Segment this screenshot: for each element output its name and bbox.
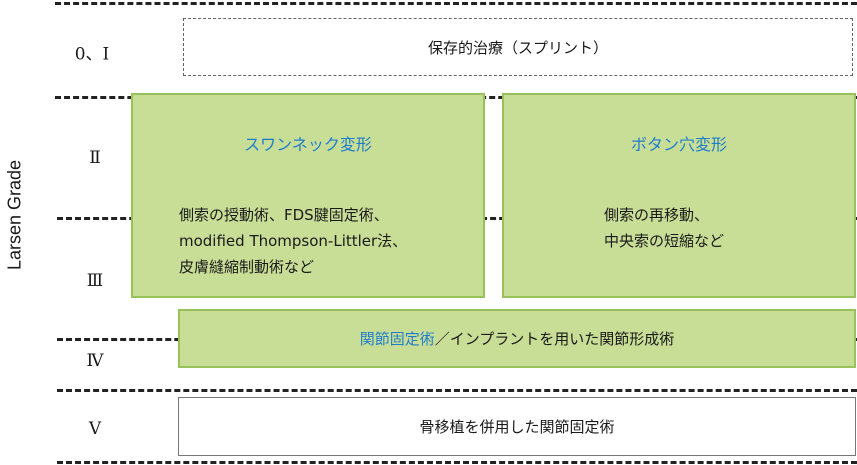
grade-divider [57,461,857,464]
arthroplasty-label: ／インプラントを用いた関節形成術 [434,330,675,348]
boutonniere-box: ボタン穴変形 側索の再移動、 中央索の短縮など [502,93,856,298]
axis-label: Larsen Grade [4,159,25,271]
grade-2: Ⅱ [89,148,101,168]
arthrodesis-label: 関節固定術 [359,330,435,348]
grade-5: Ⅴ [88,419,102,439]
treatment-line: 側索の授動術、FDS腱固定術、 [179,206,389,224]
grade4-treatment-box: 関節固定術／インプラントを用いた関節形成術 [178,309,856,368]
swan-neck-box: スワンネック変形 側索の授動術、FDS腱固定術、 modified Thomps… [131,93,485,298]
swan-neck-treatments: 側索の授動術、FDS腱固定術、 modified Thompson-Little… [179,202,407,280]
grade-divider [57,389,857,392]
grade5-treatment-label: 骨移植を併用した関節固定術 [419,418,615,436]
grade-0-1: 0、Ⅰ [74,44,110,65]
grade-3: Ⅲ [86,271,104,291]
treatment-line: 側索の再移動、 [604,206,710,224]
grade5-treatment-box: 骨移植を併用した関節固定術 [178,397,856,456]
treatment-line: modified Thompson-Littler法、 [179,232,408,250]
boutonniere-title: ボタン穴変形 [630,135,727,154]
grade-4: Ⅳ [86,351,104,371]
grade-divider [55,2,857,5]
conservative-treatment-label: 保存的治療（スプリント） [427,38,608,57]
conservative-treatment-box: 保存的治療（スプリント） [183,18,853,76]
boutonniere-treatments: 側索の再移動、 中央索の短縮など [604,202,724,254]
swan-neck-title: スワンネック変形 [244,135,372,154]
treatment-line: 皮膚縫縮制動術など [179,258,315,276]
treatment-line: 中央索の短縮など [604,232,725,250]
